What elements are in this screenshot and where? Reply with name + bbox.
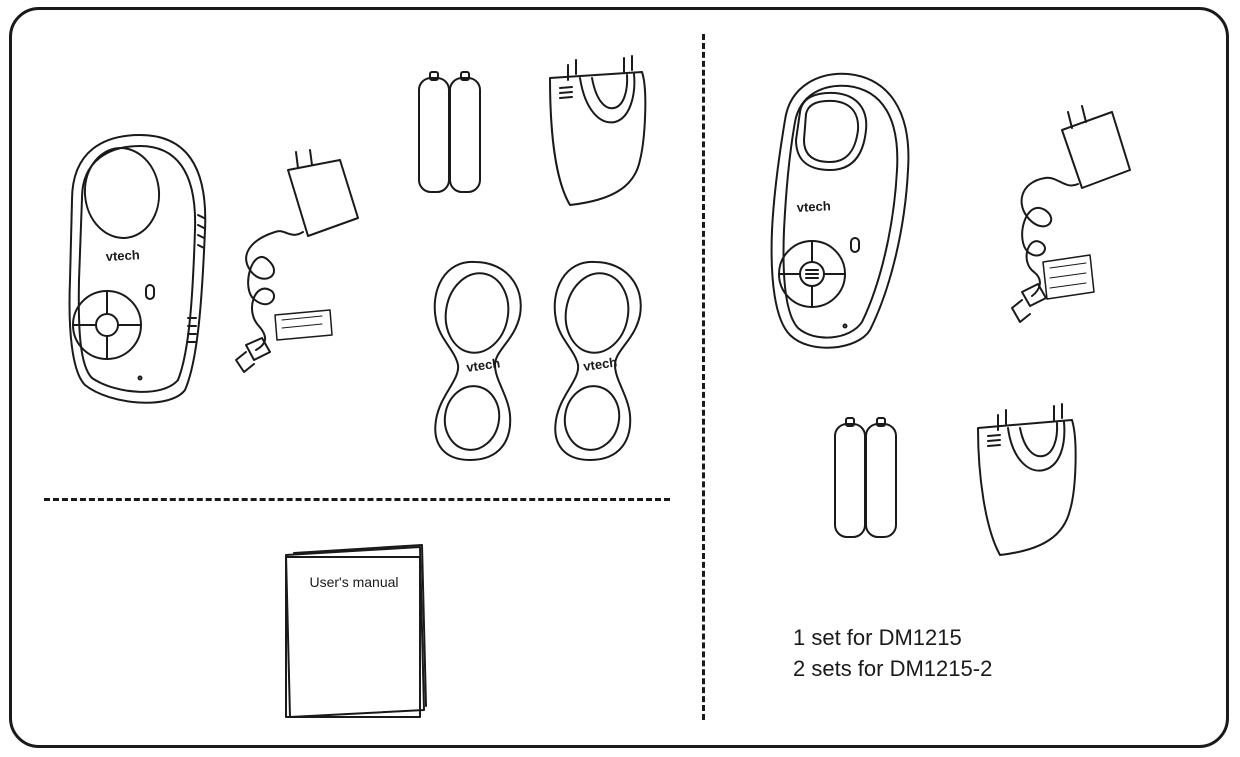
package-contents-frame: [9, 7, 1229, 748]
battery-cover-icon: [549, 55, 647, 206]
baby-unit-logo: vtech: [105, 247, 140, 264]
belt-clip-icon: [553, 260, 642, 461]
parent-unit-logo: vtech: [796, 198, 831, 215]
sets-note-line-2: 2 sets for DM1215-2: [793, 656, 993, 681]
battery-icon: [418, 71, 481, 193]
battery-icon: [834, 417, 897, 538]
sets-note: 1 set for DM1215 2 sets for DM1215-2: [793, 622, 992, 684]
baby-unit-icon: [68, 134, 207, 404]
battery-cover-icon: [977, 403, 1077, 556]
belt-clip-icon: [433, 260, 522, 461]
manual-icon: [285, 544, 427, 718]
belt-clip-logo-1: vtech: [465, 355, 501, 375]
sets-note-line-1: 1 set for DM1215: [793, 625, 962, 650]
parent-unit-icon: [770, 72, 910, 349]
power-adapter-icon: [235, 149, 359, 373]
belt-clip-logo-2: vtech: [582, 354, 618, 374]
horizontal-divider: [44, 498, 670, 501]
manual-title: User's manual: [309, 574, 399, 590]
vertical-divider: [702, 34, 705, 720]
power-adapter-icon: [1011, 105, 1131, 323]
